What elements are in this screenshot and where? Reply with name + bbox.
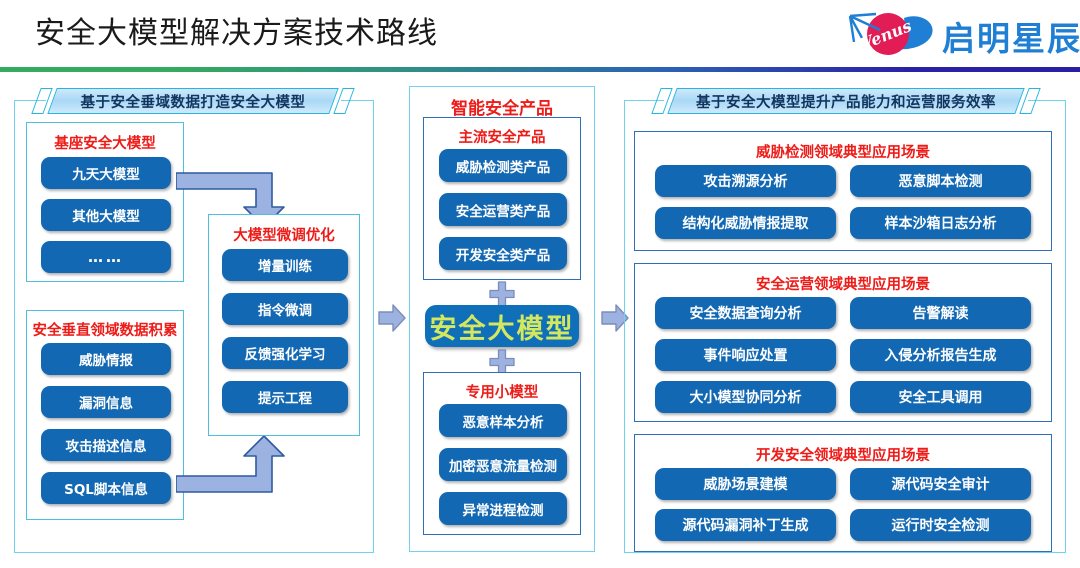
- right-zone-top-right-stub: [1028, 100, 1066, 102]
- left-zone-left-edge: [14, 100, 16, 552]
- security-operations-panel: 安全运营领域典型应用场景 安全数据查询分析 告警解读 事件响应处置 入侵分析报告…: [634, 263, 1052, 422]
- security-data-item-0[interactable]: 威胁情报: [41, 343, 171, 375]
- header-gradient-rule: [0, 67, 1080, 72]
- base-model-panel-title: 基座安全大模型: [54, 136, 156, 152]
- flow-arrow-left-to-center: [378, 303, 406, 333]
- right-zone-left-edge: [624, 100, 626, 552]
- threat-detection-item-3[interactable]: 样本沙箱日志分析: [850, 207, 1031, 239]
- brand-name: 启明星辰: [942, 19, 1080, 58]
- threat-detection-item-2[interactable]: 结构化威胁情报提取: [655, 207, 836, 239]
- brand-logo: Venus 启明星辰: [846, 6, 1080, 62]
- security-data-item-2[interactable]: 攻击描述信息: [41, 429, 171, 461]
- security-operations-panel-title: 安全运营领域典型应用场景: [756, 277, 930, 293]
- small-model-panel: 专用小模型 恶意样本分析 加密恶意流量检测 异常进程检测: [423, 372, 581, 535]
- left-zone-right-edge: [373, 100, 375, 552]
- mainstream-product-item-0[interactable]: 威胁检测类产品: [439, 149, 567, 182]
- left-zone-banner: 基于安全垂域数据打造安全大模型: [31, 88, 355, 114]
- right-zone-banner: 基于安全大模型提升产品能力和运营服务效率: [651, 88, 1041, 114]
- flow-arrow-center-to-right: [601, 303, 629, 333]
- center-zone-title: 智能安全产品: [451, 99, 553, 119]
- page-title: 安全大模型解决方案技术路线: [35, 16, 438, 51]
- right-zone-bottom-edge: [624, 552, 1066, 554]
- security-operations-item-3[interactable]: 入侵分析报告生成: [850, 339, 1031, 371]
- model-tuning-item-1[interactable]: 指令微调: [222, 293, 348, 325]
- dev-security-item-2[interactable]: 源代码漏洞补丁生成: [655, 509, 836, 541]
- dev-security-item-0[interactable]: 威胁场景建模: [655, 468, 836, 500]
- model-tuning-panel: 大模型微调优化 增量训练 指令微调 反馈强化学习 提示工程: [208, 214, 360, 436]
- right-zone-top-left-stub: [624, 100, 664, 102]
- security-data-panel-title: 安全垂直领域数据积累: [32, 323, 178, 339]
- security-operations-item-0[interactable]: 安全数据查询分析: [655, 297, 836, 329]
- security-operations-item-1[interactable]: 告警解读: [850, 297, 1031, 329]
- security-data-panel: 安全垂直领域数据积累 威胁情报 漏洞信息 攻击描述信息 SQL脚本信息: [26, 310, 184, 520]
- security-large-model-hero[interactable]: 安全大模型: [425, 305, 579, 347]
- dev-security-panel-title: 开发安全领域典型应用场景: [756, 448, 930, 464]
- security-data-item-3[interactable]: SQL脚本信息: [41, 472, 171, 504]
- threat-detection-panel: 威胁检测领域典型应用场景 攻击溯源分析 恶意脚本检测 结构化威胁情报提取 样本沙…: [634, 131, 1052, 251]
- venus-logo-icon: Venus: [846, 8, 938, 60]
- dev-security-item-1[interactable]: 源代码安全审计: [850, 468, 1031, 500]
- small-model-item-0[interactable]: 恶意样本分析: [439, 404, 567, 437]
- dev-security-panel: 开发安全领域典型应用场景 威胁场景建模 源代码安全审计 源代码漏洞补丁生成 运行…: [634, 434, 1052, 552]
- threat-detection-item-0[interactable]: 攻击溯源分析: [655, 165, 836, 197]
- small-model-item-1[interactable]: 加密恶意流量检测: [439, 448, 567, 481]
- base-model-item-2[interactable]: ……: [41, 241, 171, 273]
- model-tuning-item-3[interactable]: 提示工程: [222, 381, 348, 413]
- security-operations-item-2[interactable]: 事件响应处置: [655, 339, 836, 371]
- base-model-item-0[interactable]: 九天大模型: [41, 157, 171, 189]
- plus-icon-top: [489, 281, 515, 307]
- model-tuning-item-2[interactable]: 反馈强化学习: [222, 337, 348, 369]
- right-zone-banner-label: 基于安全大模型提升产品能力和运营服务效率: [696, 94, 996, 111]
- base-model-panel: 基座安全大模型 九天大模型 其他大模型 ……: [26, 122, 184, 282]
- security-operations-item-5[interactable]: 安全工具调用: [850, 381, 1031, 413]
- base-model-item-1[interactable]: 其他大模型: [41, 199, 171, 231]
- threat-detection-item-1[interactable]: 恶意脚本检测: [850, 165, 1031, 197]
- mainstream-products-panel: 主流安全产品 威胁检测类产品 安全运营类产品 开发安全类产品: [423, 117, 581, 280]
- model-tuning-item-0[interactable]: 增量训练: [222, 249, 348, 281]
- dev-security-item-3[interactable]: 运行时安全检测: [850, 509, 1031, 541]
- security-data-item-1[interactable]: 漏洞信息: [41, 386, 171, 418]
- mainstream-product-item-1[interactable]: 安全运营类产品: [439, 193, 567, 226]
- small-model-panel-title: 专用小模型: [465, 385, 539, 401]
- security-operations-item-4[interactable]: 大小模型协同分析: [655, 381, 836, 413]
- left-zone-top-right-stub: [341, 100, 373, 102]
- left-zone-top-left-stub: [14, 100, 46, 102]
- model-tuning-panel-title: 大模型微调优化: [233, 228, 335, 244]
- left-zone-bottom-edge: [14, 552, 374, 554]
- left-zone-banner-label: 基于安全垂域数据打造安全大模型: [80, 94, 306, 111]
- mainstream-products-panel-title: 主流安全产品: [458, 130, 546, 146]
- flow-arrow-data-to-tuning: [175, 434, 296, 502]
- right-zone-right-edge: [1065, 100, 1067, 552]
- mainstream-product-item-2[interactable]: 开发安全类产品: [439, 237, 567, 270]
- small-model-item-2[interactable]: 异常进程检测: [439, 492, 567, 525]
- threat-detection-panel-title: 威胁检测领域典型应用场景: [756, 145, 930, 161]
